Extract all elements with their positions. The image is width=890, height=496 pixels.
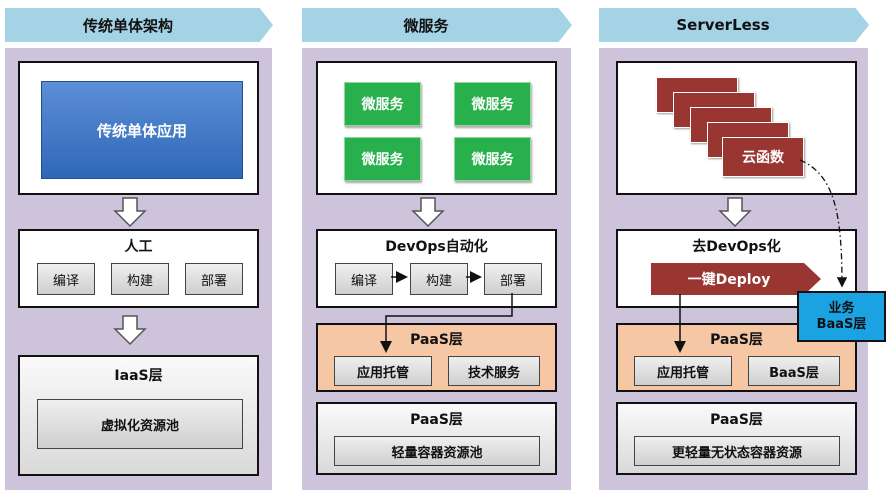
microservice-header-label: 微服务 — [403, 16, 449, 35]
cloud-function-label: 云函数 — [742, 150, 784, 166]
manual-step-deploy: 部署 — [185, 263, 243, 295]
microservice-box-2-label: 微服务 — [471, 97, 514, 113]
monolith-app-box: 传统单体应用 — [41, 81, 243, 179]
down-arrow-icon — [113, 315, 147, 346]
serverless-header-label: ServerLess — [676, 16, 770, 34]
devops-step-deploy: 部署 — [484, 263, 542, 295]
iaas-panel-title: IaaS层 — [114, 368, 163, 384]
deploy-to-hosting-arrow — [380, 293, 513, 353]
serverless-baas-layer: BaaS层 — [748, 356, 840, 386]
microservice-box-2: 微服务 — [454, 82, 531, 126]
business-baas-line2: BaaS层 — [816, 316, 867, 332]
function-panel: 云函数 — [616, 61, 857, 195]
devops-step-deploy-label: 部署 — [499, 273, 526, 289]
iaas-panel: IaaS层 虚拟化资源池 — [18, 355, 259, 476]
devops-panel: DevOps自动化 编译 构建 部署 — [316, 229, 557, 308]
stateless-container-panel: PaaS层 更轻量无状态容器资源 — [616, 402, 857, 475]
iaas-resource-pool: 虚拟化资源池 — [37, 399, 243, 449]
paas-panel-microservice: PaaS层 应用托管 技术服务 — [316, 323, 557, 392]
manual-step-build: 构建 — [111, 263, 169, 295]
stateless-container-panel-title: PaaS层 — [710, 412, 763, 428]
microservice-box-4: 微服务 — [454, 137, 531, 181]
manual-step-deploy-label: 部署 — [200, 273, 227, 289]
container-pool-panel: PaaS层 轻量容器资源池 — [316, 402, 557, 475]
stateless-container-resources: 更轻量无状态容器资源 — [634, 436, 840, 466]
microservice-box-1: 微服务 — [344, 82, 421, 126]
devops-step-compile: 编译 — [335, 263, 393, 295]
microservice-box-4-label: 微服务 — [471, 152, 514, 168]
one-click-deploy-label: 一键Deploy — [687, 272, 771, 288]
light-container-pool-label: 轻量容器资源池 — [391, 445, 483, 461]
devops-step-compile-label: 编译 — [350, 273, 377, 289]
paas-app-hosting-label: 应用托管 — [356, 365, 409, 381]
light-container-pool: 轻量容器资源池 — [334, 436, 540, 466]
paas-tech-services: 技术服务 — [448, 356, 540, 386]
monolith-header: 传统单体架构 — [5, 8, 273, 42]
serverless-header: ServerLess — [599, 8, 869, 42]
container-pool-panel-title: PaaS层 — [410, 412, 463, 428]
business-baas-box: 业务 BaaS层 — [797, 291, 886, 342]
microservice-box-3-label: 微服务 — [361, 152, 404, 168]
serverless-app-hosting-label: 应用托管 — [656, 365, 709, 381]
devops-step-build: 构建 — [410, 263, 468, 295]
down-arrow-icon — [411, 197, 445, 228]
monolith-app-panel: 传统单体应用 — [18, 61, 259, 195]
business-baas-line1: 业务 — [828, 300, 855, 316]
microservice-header: 微服务 — [302, 8, 572, 42]
function-to-baas-arrow — [799, 159, 848, 288]
iaas-resource-pool-label: 虚拟化资源池 — [100, 418, 179, 434]
down-arrow-icon — [113, 197, 147, 228]
microservice-box-1-label: 微服务 — [361, 97, 404, 113]
stateless-container-resources-label: 更轻量无状态容器资源 — [671, 445, 802, 461]
no-devops-panel-title: 去DevOps化 — [692, 239, 781, 255]
microservice-box-3: 微服务 — [344, 137, 421, 181]
manual-step-compile: 编译 — [37, 263, 95, 295]
cloud-function-card: 云函数 — [722, 137, 804, 177]
paas-tech-services-label: 技术服务 — [467, 365, 520, 381]
monolith-app-label: 传统单体应用 — [96, 121, 187, 140]
manual-step-build-label: 构建 — [126, 273, 153, 289]
microservice-panel: 微服务 微服务 微服务 微服务 — [316, 61, 557, 195]
manual-panel-title: 人工 — [124, 239, 153, 255]
serverless-app-hosting: 应用托管 — [634, 356, 732, 386]
devops-panel-title: DevOps自动化 — [385, 239, 488, 255]
manual-panel: 人工 编译 构建 部署 — [18, 229, 259, 308]
paas-panel-microservice-title: PaaS层 — [410, 332, 463, 348]
one-click-deploy-arrow: 一键Deploy — [651, 263, 821, 295]
paas-app-hosting: 应用托管 — [334, 356, 432, 386]
manual-step-compile-label: 编译 — [52, 273, 79, 289]
serverless-baas-layer-label: BaaS层 — [769, 365, 819, 381]
paas-panel-serverless-title: PaaS层 — [710, 332, 763, 348]
monolith-header-label: 传统单体架构 — [82, 16, 173, 35]
devops-step-build-label: 构建 — [425, 273, 452, 289]
down-arrow-icon — [718, 197, 752, 228]
